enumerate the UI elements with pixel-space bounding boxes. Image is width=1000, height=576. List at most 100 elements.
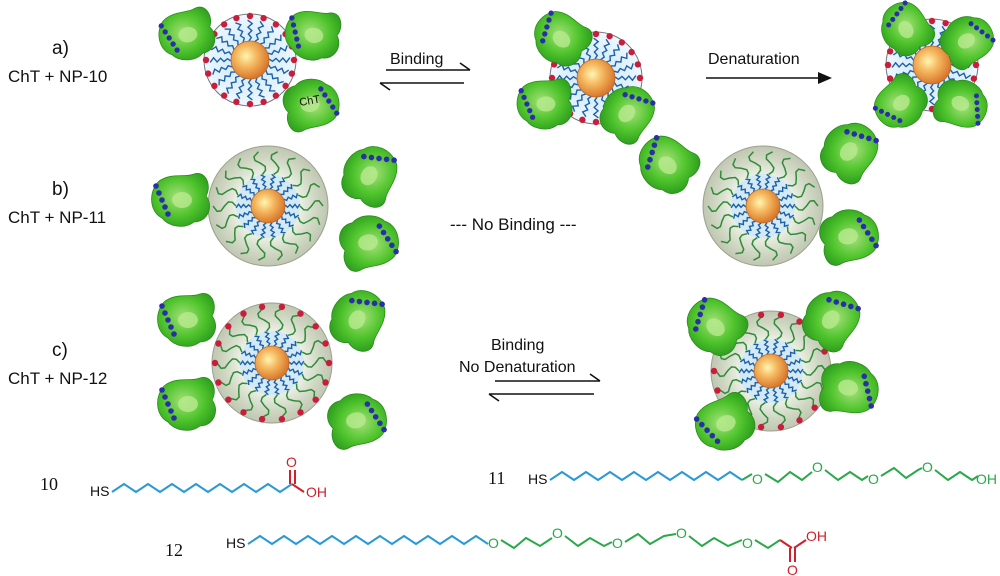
np-alkyl-chain	[216, 35, 235, 51]
np-peg-chain	[787, 168, 806, 187]
np-alkyl-chain	[772, 387, 779, 403]
protein-patch-dot	[168, 408, 174, 414]
np-peg-chain	[748, 151, 762, 175]
protein-highlight	[716, 415, 736, 432]
protein-patch-dot	[693, 326, 699, 332]
protein-patch-dot	[165, 211, 171, 217]
np-peg-chain	[303, 356, 328, 368]
protein-patch-dot	[861, 373, 868, 380]
np-alkyl-chain	[285, 372, 298, 385]
np-alkyl-chain	[281, 215, 294, 228]
protein-patch-dot	[171, 331, 177, 337]
np-11-right	[702, 145, 824, 267]
protein-patch-dot	[379, 301, 385, 308]
np-peg-chain	[212, 201, 237, 213]
np-alkyl-chain	[269, 173, 277, 190]
np-peg-chain	[301, 339, 325, 356]
np-charge-dot	[714, 387, 721, 394]
np-alkyl-chain	[610, 52, 628, 67]
protein-patch-dot	[856, 217, 863, 223]
protein-patch-dot	[162, 394, 168, 400]
protein-patch-dot	[174, 47, 180, 53]
protein-patch-dot	[156, 190, 162, 196]
np-charge-dot	[246, 100, 254, 108]
protein-patch-dot	[714, 438, 721, 445]
np-alkyl-chain	[778, 342, 789, 357]
np-alkyl-chain	[745, 220, 756, 235]
protein-patch-dot	[891, 114, 897, 121]
np-charge-dot	[634, 61, 642, 68]
protein-highlight	[358, 234, 378, 251]
np-peg-chain	[285, 390, 303, 411]
protein-patch-dot	[902, 0, 908, 6]
np-alkyl-chain	[235, 77, 246, 100]
np-peg-chain	[260, 393, 270, 418]
np-alkyl-chain	[280, 183, 293, 196]
np-peg-chain	[301, 373, 325, 383]
np-alkyl-chain	[738, 367, 755, 374]
np-peg-chain	[776, 233, 794, 254]
np-peg-chain	[219, 370, 243, 387]
np-charge-dot	[796, 417, 803, 424]
protein-patch-dot	[653, 135, 660, 141]
np-peg-chain	[228, 327, 249, 343]
np-charge-dot	[777, 423, 785, 431]
ligand-11-thiol: HS	[528, 471, 547, 487]
np-alkyl-chain	[770, 220, 781, 234]
np-charge-dot	[211, 359, 219, 367]
np-peg-chain	[216, 358, 241, 370]
np-alkyl-chain	[275, 177, 286, 192]
np-charge-dot	[278, 415, 286, 423]
np-alkyl-chain	[269, 222, 276, 238]
np-peg-chain	[224, 170, 245, 186]
np-peg-chain	[296, 325, 315, 344]
np-charge-dot	[322, 379, 329, 386]
np-peg-chain	[215, 186, 239, 196]
protein-patch-dot	[848, 303, 854, 310]
protein-highlight	[360, 166, 378, 186]
np-peg-chain	[778, 157, 791, 180]
np-charge-dot	[312, 396, 319, 403]
np-alkyl-chain	[283, 210, 300, 219]
protein-a6	[599, 86, 656, 145]
np-peg-chain	[718, 351, 742, 361]
protein-highlight	[346, 412, 366, 429]
np-charge-dot	[290, 56, 298, 64]
protein-patch-dot	[356, 298, 363, 305]
protein-patch-dot	[349, 297, 355, 304]
ligand-10-carbonyl-o: O	[286, 454, 297, 470]
protein-patch-dot	[162, 310, 168, 316]
protein-patch-dot	[869, 236, 875, 243]
protein-a10	[932, 79, 988, 128]
protein-a8	[939, 16, 996, 71]
np-charge-dot	[606, 32, 613, 40]
protein-patch-dot	[833, 299, 840, 305]
np-alkyl-chain	[275, 220, 286, 234]
protein-patch-dot	[542, 31, 548, 37]
protein-patch-dot	[389, 242, 395, 249]
np-peg-chain	[764, 237, 778, 261]
ligand-12-thiol: HS	[226, 535, 245, 551]
np-alkyl-chain	[210, 45, 233, 56]
protein-patch-dot	[974, 25, 980, 31]
np-alkyl-chain	[778, 385, 789, 399]
protein-b5	[820, 122, 879, 185]
np-alkyl-chain	[745, 178, 756, 192]
np-peg-chain	[707, 201, 732, 213]
ligand-12-o2: O	[552, 525, 563, 541]
protein-patch-dot	[518, 88, 524, 94]
np-charge-dot	[272, 92, 280, 99]
protein-patch-dot	[289, 15, 295, 21]
protein-patch-dot	[844, 129, 850, 135]
np-charge-dot	[202, 56, 210, 64]
np-alkyl-chain	[755, 174, 762, 190]
np-charge-dot	[322, 340, 329, 347]
protein-patch-dot	[527, 107, 533, 114]
np-charge-dot	[592, 118, 600, 126]
np-peg-chain	[756, 316, 770, 340]
np-alkyl-chain	[753, 343, 764, 357]
protein-b3	[339, 215, 399, 272]
protein-patch-dot	[701, 297, 708, 303]
np-charge-dot	[272, 21, 280, 28]
row-b-label: b) ChT + NP-11	[8, 179, 106, 227]
